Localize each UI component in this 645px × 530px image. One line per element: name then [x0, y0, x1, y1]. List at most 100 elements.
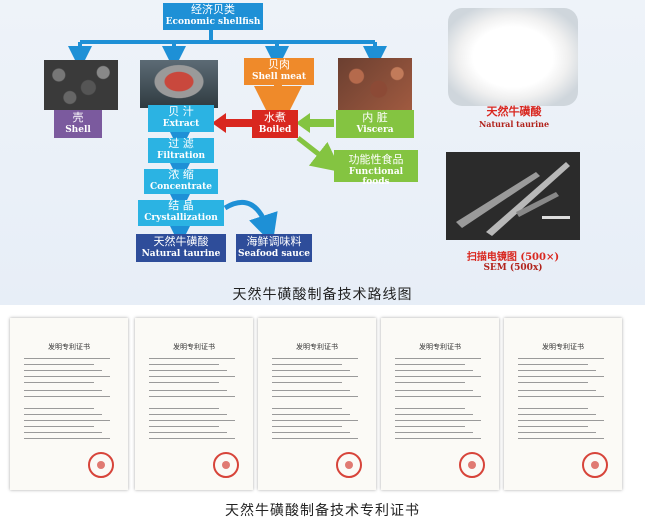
- certificate-text-line: [518, 420, 604, 421]
- photo-sem-crystals: [446, 152, 580, 240]
- certificate-seal: [336, 452, 362, 478]
- certificate-text-line: [518, 396, 604, 397]
- node-extract: 贝 汁 Extract: [148, 105, 214, 132]
- certificate-text-line: [395, 396, 481, 397]
- photo-shells: [44, 60, 118, 110]
- node-natural-taurine-product: 天然牛磺酸 Natural taurine: [136, 234, 226, 262]
- certificate-text-line: [272, 370, 350, 371]
- certificate-seal: [88, 452, 114, 478]
- certificate-seal: [213, 452, 239, 478]
- certificate-text-line: [24, 420, 110, 421]
- certificate-text-line: [518, 364, 588, 365]
- branch-connector: [68, 30, 387, 70]
- certificate-text-line: [149, 382, 219, 383]
- node-viscera: 内 脏 Viscera: [336, 110, 414, 138]
- patent-certificate: 发明专利证书: [381, 318, 499, 490]
- certificate-text-line: [518, 414, 596, 415]
- certificate-title: 发明专利证书: [173, 343, 215, 351]
- certificate-text-line: [272, 408, 342, 409]
- certificate-seal: [582, 452, 608, 478]
- certificate-text-line: [24, 382, 94, 383]
- certificate-text-line: [24, 390, 102, 391]
- certificate-text-line: [395, 376, 481, 377]
- certificate-text-line: [149, 426, 219, 427]
- certificate-text-line: [395, 420, 481, 421]
- certificate-title: 发明专利证书: [48, 343, 90, 351]
- node-crystallization: 结 晶 Crystallization: [138, 199, 224, 226]
- node-economic-shellfish: 经济贝类 Economic shellfish: [163, 3, 263, 30]
- node-shell-meat: 贝肉 Shell meat: [244, 58, 314, 85]
- certificate-text-line: [149, 408, 219, 409]
- certificate-text-line: [272, 426, 342, 427]
- patent-certificate: 发明专利证书: [258, 318, 376, 490]
- node-shell: 壳 Shell: [54, 110, 102, 138]
- boiled-to-extract-head: [212, 113, 226, 133]
- label-sem-photo: 扫描电镜图 (500×) SEM (500x): [466, 252, 560, 273]
- certificate-text-line: [24, 426, 94, 427]
- certificate-text-line: [272, 396, 358, 397]
- certificate-text-line: [395, 364, 465, 365]
- certificate-text-line: [149, 390, 227, 391]
- patent-certificate: 发明专利证书: [504, 318, 622, 490]
- certificate-text-line: [149, 364, 219, 365]
- certificate-text-line: [272, 376, 358, 377]
- certificate-text-line: [24, 408, 94, 409]
- certificate-text-line: [24, 414, 102, 415]
- boiled-to-functional-arrow: [296, 136, 342, 173]
- certificate-text-line: [24, 370, 102, 371]
- certificate-text-line: [518, 370, 596, 371]
- certificate-text-line: [149, 358, 235, 359]
- certificate-text-line: [518, 426, 588, 427]
- certificate-text-line: [24, 364, 94, 365]
- node-filtration: 过 滤 Filtration: [148, 137, 214, 163]
- certificate-text-line: [272, 438, 358, 439]
- node-functional-foods: 功能性食品 Functional foods: [334, 150, 418, 187]
- node-boiled: 水煮 Boiled: [252, 110, 298, 138]
- certificate-text-line: [272, 432, 350, 433]
- certificate-text-line: [24, 396, 110, 397]
- certificate-text-line: [518, 432, 596, 433]
- route-caption: 天然牛磺酸制备技术路线图: [232, 287, 413, 303]
- certificate-text-line: [395, 414, 473, 415]
- certificate-seal: [459, 452, 485, 478]
- label-natural-taurine-photo: 天然牛磺酸 Natural taurine: [478, 105, 550, 129]
- certificate-text-line: [395, 408, 465, 409]
- certificate-text-line: [518, 408, 588, 409]
- certificate-text-line: [395, 438, 481, 439]
- certificate-text-line: [395, 370, 473, 371]
- certificate-text-line: [518, 438, 604, 439]
- certificate-text-line: [24, 438, 110, 439]
- photo-natural-taurine-powder: [448, 8, 578, 106]
- certificate-text-line: [395, 426, 465, 427]
- certificate-text-line: [518, 382, 588, 383]
- certificate-text-line: [518, 390, 596, 391]
- curved-arrow-to-sauce: [223, 199, 278, 245]
- certificate-title: 发明专利证书: [419, 343, 461, 351]
- certificate-text-line: [149, 432, 227, 433]
- certificate-text-line: [395, 390, 473, 391]
- certificate-title: 发明专利证书: [296, 343, 338, 351]
- certificate-text-line: [272, 414, 350, 415]
- patents-caption: 天然牛磺酸制备技术专利证书: [225, 503, 420, 519]
- photo-viscera: [338, 58, 412, 110]
- certificate-text-line: [24, 376, 110, 377]
- certificate-text-line: [149, 396, 235, 397]
- certificate-text-line: [24, 432, 102, 433]
- certificate-text-line: [395, 432, 473, 433]
- sem-crystal-shapes: [456, 162, 570, 236]
- certificate-text-line: [272, 382, 342, 383]
- certificate-text-line: [149, 438, 235, 439]
- certificate-text-line: [518, 376, 604, 377]
- certificate-text-line: [518, 358, 604, 359]
- certificate-text-line: [395, 382, 465, 383]
- certificate-text-line: [395, 358, 481, 359]
- certificate-text-line: [24, 358, 110, 359]
- certificate-text-line: [272, 390, 350, 391]
- photo-cooking-pot: [140, 60, 218, 108]
- patent-certificate: 发明专利证书: [10, 318, 128, 490]
- node-seafood-sauce: 海鲜调味料 Seafood sauce: [236, 234, 312, 262]
- certificate-text-line: [149, 420, 235, 421]
- patent-certificate: 发明专利证书: [135, 318, 253, 490]
- viscera-to-boiled-head: [296, 113, 310, 133]
- certificate-title: 发明专利证书: [542, 343, 584, 351]
